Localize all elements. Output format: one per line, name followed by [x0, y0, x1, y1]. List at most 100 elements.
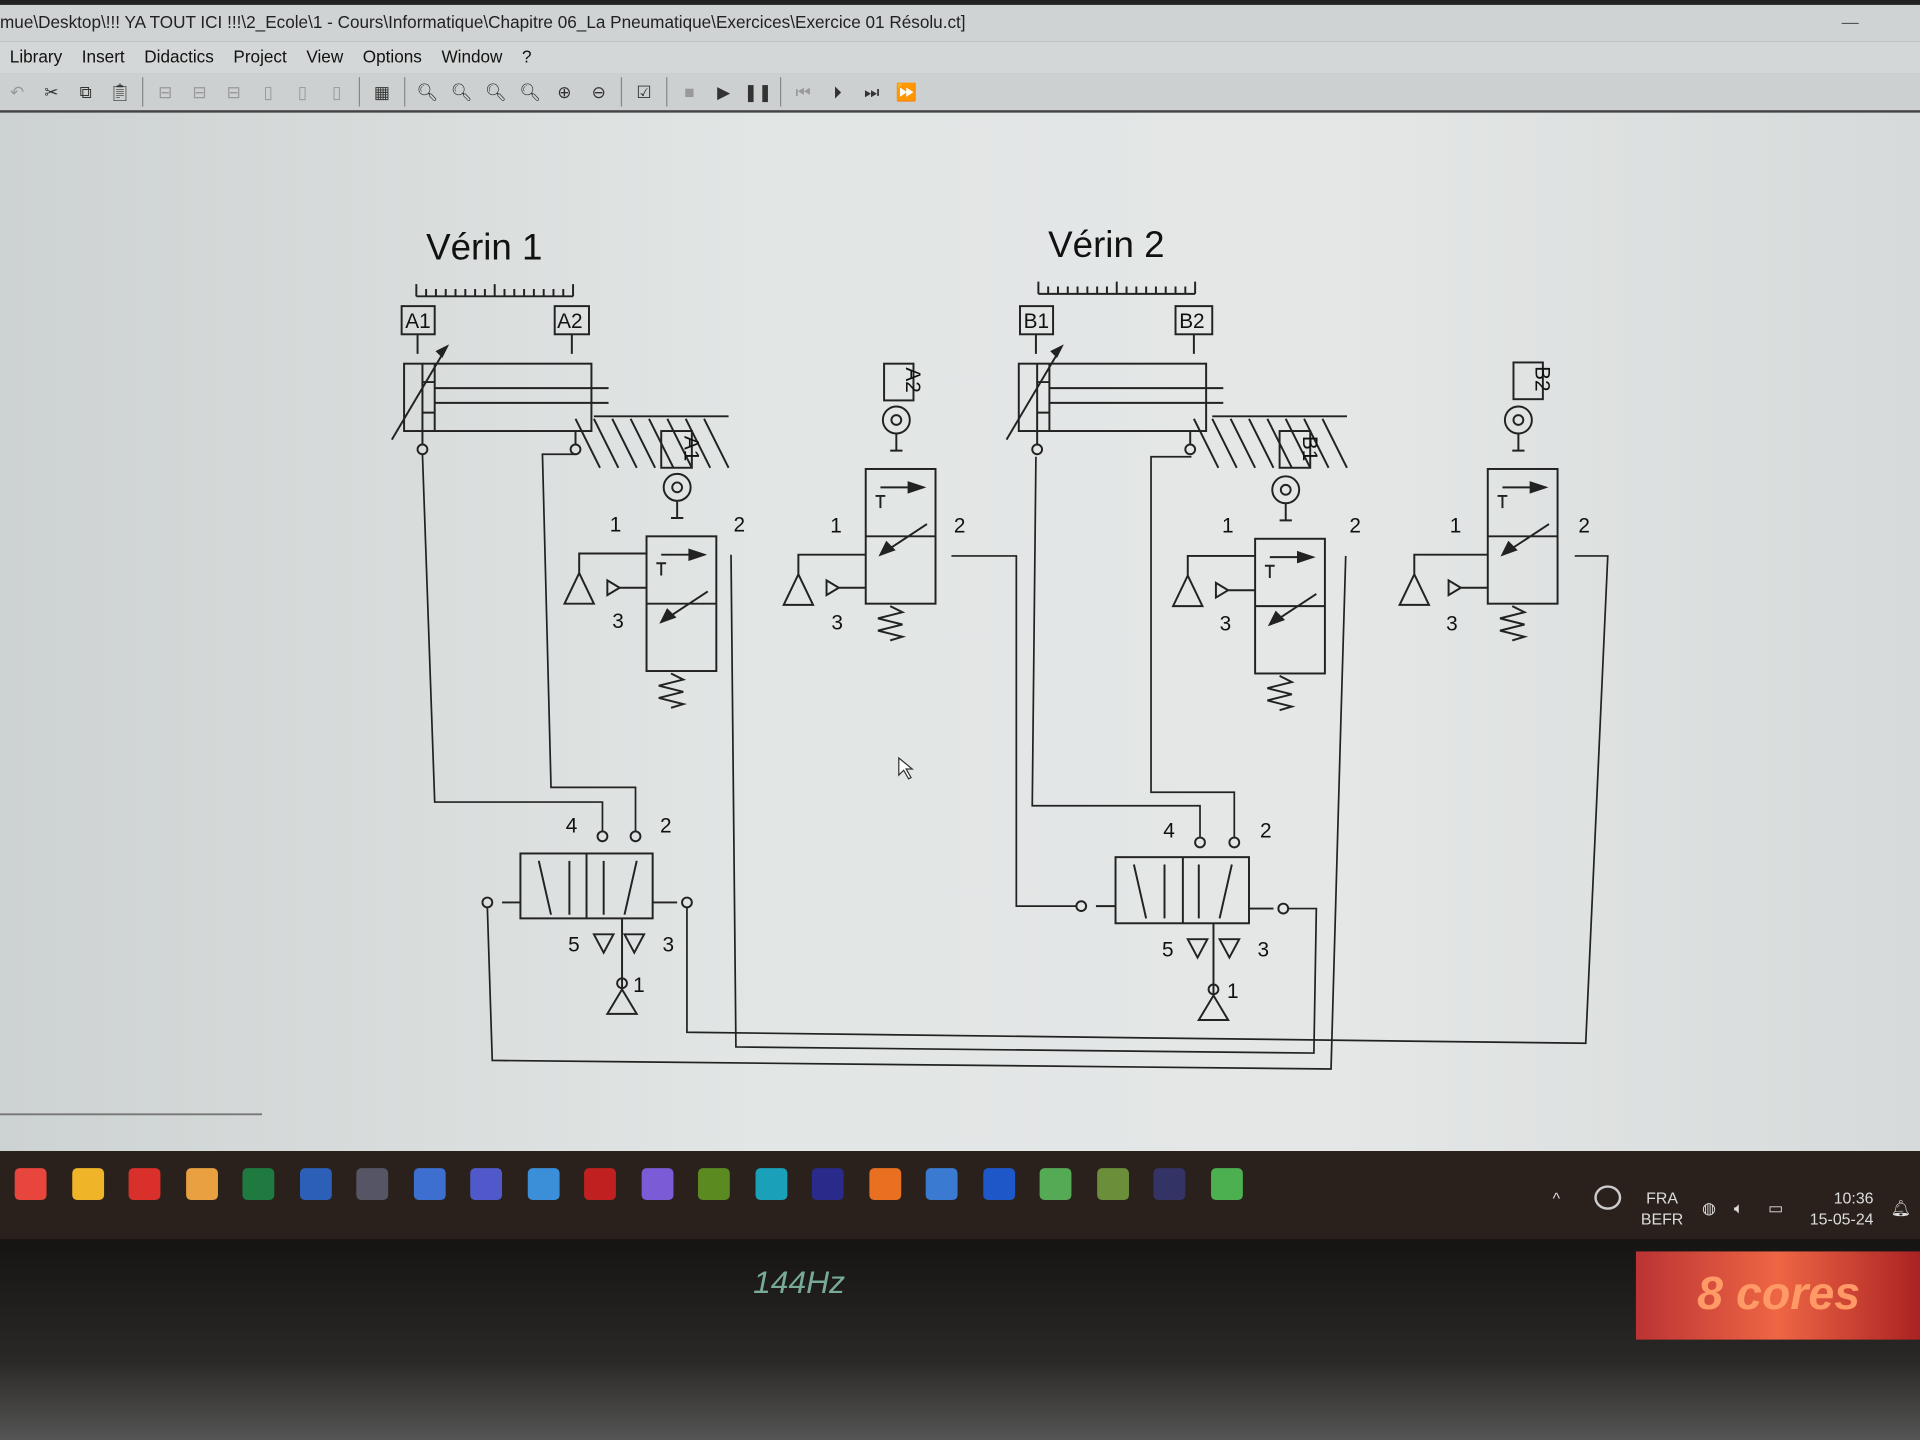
zoom-1-1-icon[interactable]: 🔍︎	[416, 81, 439, 102]
port-label: 2	[733, 513, 745, 536]
date: 15-05-24	[1809, 1209, 1874, 1229]
taskbar-app-premiere[interactable]	[811, 1168, 844, 1201]
menu-view[interactable]: View	[306, 46, 344, 67]
taskbar-app-festo-fluidsim[interactable]	[982, 1168, 1015, 1201]
show-hidden-icons-icon[interactable]: ^	[1552, 1188, 1561, 1208]
port-label: 3	[612, 610, 624, 633]
menu-project[interactable]: Project	[233, 46, 287, 67]
valve-label-a2: A2	[901, 367, 924, 392]
taskbar-app-acrobat[interactable]	[128, 1168, 161, 1201]
align-left-icon[interactable]: ⊟	[158, 81, 173, 102]
zoom-fit-width-icon[interactable]: 🔍︎	[450, 81, 473, 102]
taskbar-app-calculator[interactable]	[356, 1168, 389, 1201]
sensor-label-b2: B2	[1179, 310, 1204, 333]
step-icon[interactable]: ⏵	[833, 81, 842, 102]
mouse-cursor-icon	[898, 756, 914, 780]
taskbar-app-editor[interactable]	[925, 1168, 958, 1201]
cylinder-2[interactable]	[1005, 345, 1225, 456]
cpu-sticker: 8 cores	[1635, 1251, 1920, 1340]
menu-insert[interactable]: Insert	[81, 46, 125, 67]
taskbar-app-app-i[interactable]	[185, 1168, 218, 1201]
zoom-out-icon[interactable]: ⊖	[591, 81, 606, 102]
laptop-bezel: 144Hz 8 cores	[0, 1239, 1920, 1440]
copy-icon[interactable]: ⧉	[79, 81, 92, 102]
taskbar-app-word[interactable]	[299, 1168, 332, 1201]
taskbar-app-file-explorer[interactable]	[71, 1168, 104, 1201]
taskbar-app-app-red[interactable]	[584, 1168, 616, 1201]
align-center-icon[interactable]: ⊟	[192, 81, 207, 102]
align-right-icon[interactable]: ⊟	[226, 81, 242, 102]
undo-icon[interactable]: ↶	[9, 81, 25, 102]
port-label: 3	[1446, 613, 1458, 636]
taskbar-app-blender[interactable]	[868, 1168, 901, 1201]
battery-icon[interactable]: ▭	[1768, 1198, 1784, 1218]
cylinder-2-title: Vérin 2	[1048, 224, 1164, 265]
zoom-window-icon[interactable]: 🔍︎	[519, 81, 542, 102]
port-label: 3	[831, 611, 843, 634]
port-label: 1	[610, 513, 622, 536]
paste-icon[interactable]: 📋︎	[109, 81, 131, 102]
taskbar-app-app-green[interactable]	[1210, 1168, 1243, 1201]
toolbar-separator	[780, 77, 782, 107]
port-label: 4	[1163, 820, 1175, 843]
menu-didactics[interactable]: Didactics	[144, 46, 214, 67]
volume-icon[interactable]: 🔈︎	[1733, 1198, 1744, 1218]
limit-valve-b2[interactable]	[1486, 405, 1559, 642]
toolbar-separator	[666, 77, 668, 107]
align-middle-icon[interactable]: ▯	[297, 81, 308, 102]
align-top-icon[interactable]: ▯	[263, 81, 273, 102]
port-label: 1	[1222, 515, 1234, 538]
toolbar-separator	[620, 77, 623, 107]
play-icon[interactable]: ▶	[717, 81, 731, 102]
menu-window[interactable]: Window	[441, 46, 503, 67]
taskbar-app-app-m[interactable]	[1039, 1168, 1072, 1201]
taskbar-app-teams[interactable]	[470, 1168, 503, 1201]
refresh-rate-sticker: 144Hz	[753, 1263, 846, 1301]
language-code: FRA	[1646, 1188, 1678, 1208]
sensor-label-a2: A2	[557, 310, 582, 333]
check-icon[interactable]: ☑	[636, 81, 652, 102]
taskbar-app-chrome[interactable]	[14, 1168, 47, 1201]
menu-help[interactable]: ?	[522, 46, 532, 67]
taskbar-app-notepad[interactable]	[527, 1168, 559, 1201]
fast-forward-icon[interactable]: ⏩	[895, 81, 917, 102]
cores-text: 8 cores	[1697, 1268, 1861, 1321]
grid-icon[interactable]: ▦	[373, 81, 391, 102]
title-bar: mue\Desktop\!!! YA TOUT ICI !!!\2_Ecole\…	[0, 4, 1920, 42]
cylinder-1[interactable]	[390, 345, 610, 456]
taskbar-app-snipping[interactable]	[413, 1168, 446, 1201]
pause-icon[interactable]: ❚❚	[743, 81, 773, 102]
limit-valve-a2[interactable]	[864, 405, 937, 642]
taskbar-app-controller[interactable]	[641, 1168, 673, 1201]
sensor-label-a1: A1	[405, 310, 430, 333]
taskbar-app-python[interactable]	[697, 1168, 730, 1201]
stop-icon[interactable]: ■	[684, 82, 695, 102]
rewind-icon[interactable]: ⏮	[795, 81, 811, 102]
drawing-canvas[interactable]	[0, 112, 1920, 1152]
zoom-all-icon[interactable]: 🔍︎	[485, 81, 507, 102]
align-bottom-icon[interactable]: ▯	[332, 81, 342, 102]
network-icon[interactable]: ◍	[1702, 1198, 1716, 1218]
limit-valve-a1[interactable]	[645, 472, 718, 709]
menu-options[interactable]: Options	[362, 46, 422, 67]
notifications-icon[interactable]: 🔔︎	[1890, 1198, 1911, 1218]
main-valve-2[interactable]	[1075, 836, 1290, 1021]
limit-valve-b1[interactable]	[1254, 475, 1326, 712]
menu-library[interactable]: Library	[9, 46, 63, 67]
window-title: mue\Desktop\!!! YA TOUT ICI !!!\2_Ecole\…	[0, 12, 966, 32]
step-end-icon[interactable]: ⏭	[864, 81, 880, 102]
taskbar-app-live[interactable]	[1153, 1168, 1186, 1201]
sync-icon[interactable]	[1594, 1185, 1622, 1210]
taskbar-app-excel[interactable]	[242, 1168, 275, 1201]
minimize-button[interactable]: —	[1841, 12, 1859, 32]
taskbar-app-arduino[interactable]	[754, 1168, 787, 1201]
port-label: 2	[1260, 820, 1272, 843]
cylinder-1-title: Vérin 1	[426, 227, 542, 268]
cut-icon[interactable]: ✂	[44, 81, 59, 102]
zoom-in-icon[interactable]: ⊕	[557, 81, 572, 102]
taskbar-app-minecraft[interactable]	[1096, 1168, 1129, 1201]
main-valve-1[interactable]	[481, 830, 693, 1015]
